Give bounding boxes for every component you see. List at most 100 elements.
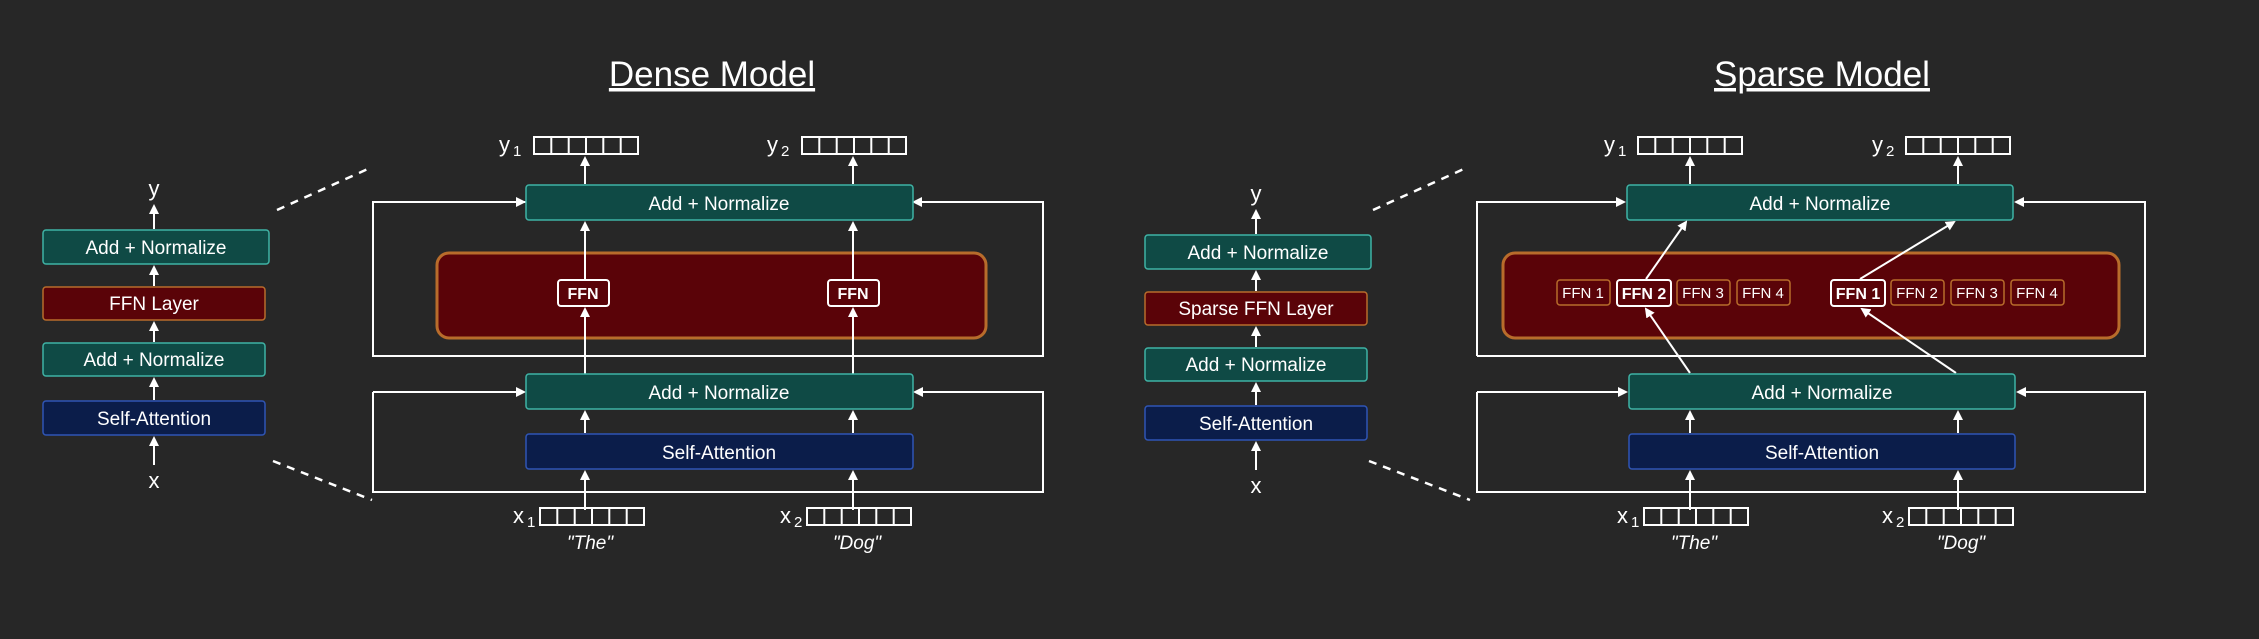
sparse-expert-right-2-label: FFN 2	[1896, 285, 1938, 302]
sparse-word-the: "The"	[1671, 533, 1718, 554]
sparse-x1-label: x	[1617, 503, 1628, 528]
dense-detail: y 1 y 2 Add + Normalize	[372, 132, 1044, 554]
sparse-y1-subscript: 1	[1618, 143, 1626, 160]
sparse-detail: y 1 y 2 Add + Normalize FFN 1	[1476, 132, 2146, 554]
sparse-expert-left-4-label: FFN 4	[1742, 285, 1784, 302]
sparse-add-normalize-top-label: Add + Normalize	[1750, 194, 1891, 215]
dense-y2-label: y	[767, 132, 778, 157]
sparse-y2-vector	[1905, 136, 2011, 155]
sparse-small-ffn-layer	[1144, 291, 1368, 326]
dense-small-self-attention	[42, 400, 266, 436]
dense-x2-label: x	[780, 503, 791, 528]
sparse-small-x-label: x	[1251, 473, 1262, 498]
dense-ffn-left	[557, 279, 610, 307]
sparse-ffn-container	[1501, 251, 2121, 340]
sparse-x2-vector	[1908, 507, 2014, 526]
sparse-y1-vector	[1637, 136, 1743, 155]
sparse-small-y-label: y	[1251, 181, 1262, 206]
sparse-route-in-left	[1644, 307, 1691, 374]
sparse-add-normalize-top	[1626, 184, 2014, 221]
dense-x1-vector	[539, 507, 645, 526]
sparse-y2-label: y	[1872, 132, 1883, 157]
dense-y1-label: y	[499, 132, 510, 157]
sparse-x2-subscript: 2	[1896, 514, 1904, 531]
dense-model-title: Dense Model	[609, 55, 815, 94]
sparse-self-attention	[1628, 433, 2016, 470]
dense-small-add-normalize-top	[42, 229, 270, 265]
dense-self-attention	[525, 433, 914, 470]
sparse-word-dog: "Dog"	[1937, 533, 1987, 554]
dense-small-ffn-layer	[42, 286, 266, 321]
sparse-small-add-normalize-bottom-label: Add + Normalize	[1186, 355, 1327, 376]
sparse-residual-top-left	[1476, 197, 1626, 356]
sparse-zoom-line-bottom	[1368, 459, 1471, 502]
dense-x1-label: x	[513, 503, 524, 528]
sparse-expert-left-1-label: FFN 1	[1562, 285, 1604, 302]
sparse-self-attention-label: Self-Attention	[1765, 443, 1879, 464]
sparse-small-add-normalize-top	[1144, 234, 1372, 270]
dense-y1-subscript: 1	[513, 143, 521, 160]
sparse-expert-left-2-label: FFN 2	[1622, 286, 1667, 303]
sparse-small-self-attention	[1144, 405, 1368, 441]
dense-zoom-line-bottom	[272, 459, 373, 502]
sparse-x1-subscript: 1	[1631, 514, 1639, 531]
sparse-route-in-right	[1860, 307, 1957, 374]
dense-residual-bottom	[372, 387, 1044, 493]
dense-y1-vector	[533, 136, 639, 155]
dense-small-add-normalize-bottom-label: Add + Normalize	[84, 350, 225, 371]
sparse-expert-right-3-label: FFN 3	[1956, 285, 1998, 302]
sparse-model-title: Sparse Model	[1714, 55, 1930, 94]
sparse-route-out-left	[1645, 220, 1688, 280]
dense-small-self-attention-label: Self-Attention	[97, 409, 211, 430]
dense-y2-subscript: 2	[781, 143, 789, 160]
sparse-x1-vector	[1643, 507, 1749, 526]
sparse-expert-right-2	[1890, 279, 1945, 306]
sparse-residual-bottom	[1476, 387, 2146, 493]
dense-self-attention-label: Self-Attention	[662, 443, 776, 464]
dense-small-x-label: x	[149, 468, 160, 493]
sparse-expert-right-1	[1830, 279, 1886, 307]
dense-ffn-right	[827, 279, 880, 307]
sparse-residual-top-right	[1477, 197, 2146, 357]
dense-zoom-line-top	[276, 166, 371, 212]
sparse-y1-label: y	[1604, 132, 1615, 157]
dense-ffn-left-label: FFN	[567, 286, 598, 303]
sparse-y2-subscript: 2	[1886, 143, 1894, 160]
sparse-expert-left-3	[1676, 279, 1731, 306]
sparse-expert-left-2	[1616, 279, 1672, 307]
sparse-expert-left-4	[1736, 279, 1791, 306]
sparse-small-ffn-layer-label: Sparse FFN Layer	[1178, 299, 1334, 320]
sparse-zoom-line-top	[1372, 166, 1467, 212]
sparse-expert-right-4	[2010, 279, 2065, 306]
dense-small-ffn-layer-label: FFN Layer	[109, 294, 199, 315]
dense-residual-top-right	[433, 197, 1044, 357]
dense-add-normalize-top-label: Add + Normalize	[649, 194, 790, 215]
sparse-expert-left-3-label: FFN 3	[1682, 285, 1724, 302]
dense-add-normalize-top	[525, 184, 914, 221]
dense-x2-subscript: 2	[794, 514, 802, 531]
sparse-small-add-normalize-top-label: Add + Normalize	[1188, 243, 1329, 264]
dense-small-stack: y Add + Normalize FFN Layer Add + Normal…	[42, 176, 270, 493]
dense-y2-vector	[801, 136, 907, 155]
dense-word-the: "The"	[567, 533, 614, 554]
dense-ffn-right-label: FFN	[837, 286, 868, 303]
dense-small-add-normalize-top-label: Add + Normalize	[86, 238, 227, 259]
sparse-small-stack: y Add + Normalize Sparse FFN Layer Add +…	[1144, 181, 1372, 498]
sparse-expert-right-3	[1950, 279, 2005, 306]
sparse-small-self-attention-label: Self-Attention	[1199, 414, 1313, 435]
sparse-expert-right-1-label: FFN 1	[1836, 286, 1881, 303]
dense-x1-subscript: 1	[527, 514, 535, 531]
sparse-add-normalize-bottom-label: Add + Normalize	[1752, 383, 1893, 404]
dense-add-normalize-bottom-label: Add + Normalize	[649, 383, 790, 404]
dense-ffn-container	[435, 251, 988, 340]
dense-small-add-normalize-bottom	[42, 342, 266, 377]
sparse-expert-left-1	[1556, 279, 1611, 306]
sparse-expert-right-4-label: FFN 4	[2016, 285, 2058, 302]
sparse-small-add-normalize-bottom	[1144, 347, 1368, 382]
sparse-add-normalize-bottom	[1628, 373, 2016, 410]
dense-x2-vector	[806, 507, 912, 526]
dense-add-normalize-bottom	[525, 373, 914, 410]
sparse-x2-label: x	[1882, 503, 1893, 528]
sparse-route-out-right	[1859, 220, 1956, 280]
